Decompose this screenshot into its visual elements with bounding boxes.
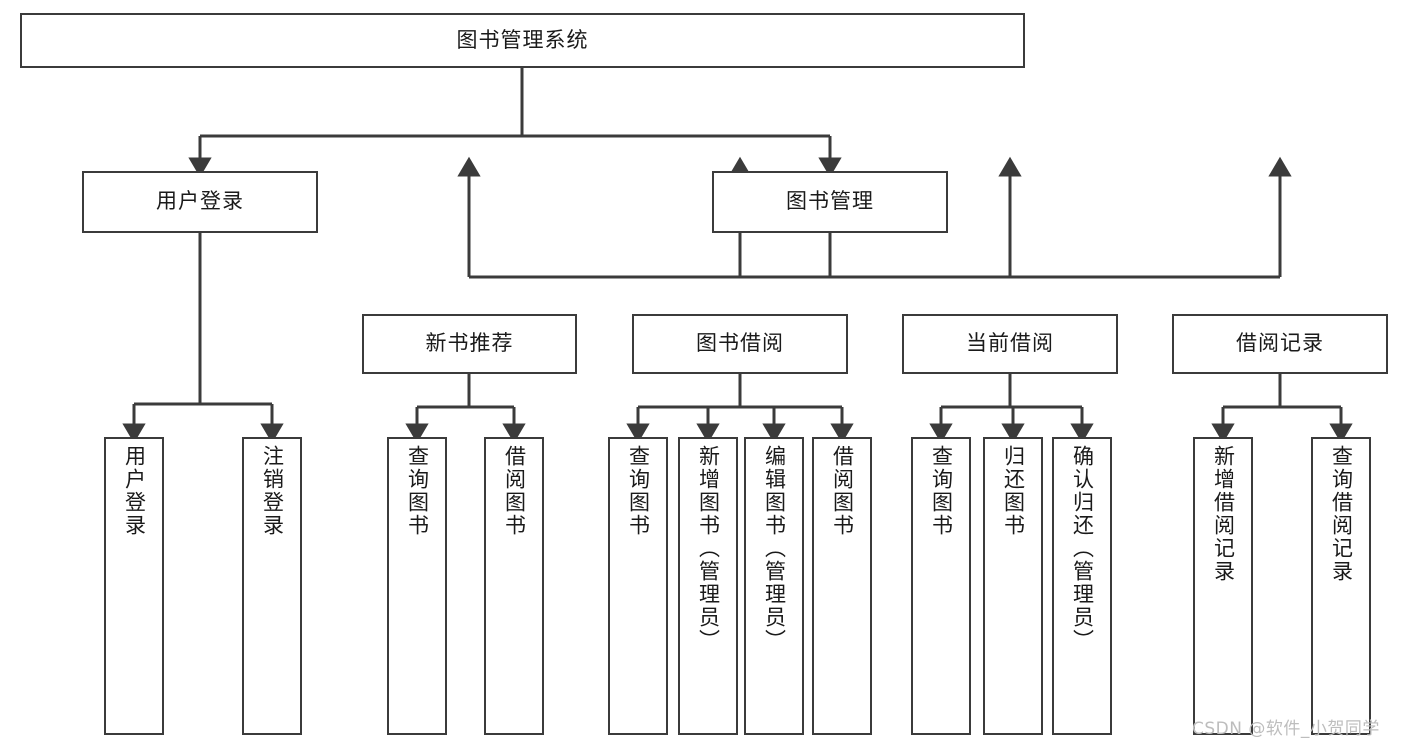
node-label-leaf-add-borrow-record: 新增借阅记录 (1211, 445, 1236, 583)
node-label-user-login: 用户登录 (156, 189, 244, 214)
node-current-borrow[interactable]: 当前借阅 (902, 314, 1118, 374)
node-label-book-management: 图书管理 (786, 189, 874, 214)
node-leaf-borrow-book-1[interactable]: 借阅图书 (484, 437, 544, 735)
node-label-leaf-borrow-book-2: 借阅图书 (830, 445, 855, 537)
node-label-book-borrow: 图书借阅 (696, 331, 784, 356)
node-root[interactable]: 图书管理系统 (20, 13, 1025, 68)
node-leaf-add-borrow-record[interactable]: 新增借阅记录 (1193, 437, 1253, 735)
node-leaf-query-borrow-record[interactable]: 查询借阅记录 (1311, 437, 1371, 735)
node-book-borrow[interactable]: 图书借阅 (632, 314, 848, 374)
node-label-leaf-return-book: 归还图书 (1001, 445, 1026, 537)
node-label-leaf-query-book-2: 查询图书 (626, 445, 651, 537)
node-label-leaf-edit-book: 编辑图书（管理员） (762, 445, 787, 652)
node-label-leaf-user-login: 用户登录 (122, 445, 147, 537)
node-label-leaf-confirm-return: 确认归还（管理员） (1070, 445, 1095, 652)
node-label-borrow-record: 借阅记录 (1236, 331, 1324, 356)
node-label-current-borrow: 当前借阅 (966, 331, 1054, 356)
node-label-leaf-query-book-1: 查询图书 (405, 445, 430, 537)
node-label-new-book-recommend: 新书推荐 (425, 331, 514, 356)
node-leaf-edit-book[interactable]: 编辑图书（管理员） (744, 437, 804, 735)
node-leaf-user-login[interactable]: 用户登录 (104, 437, 164, 735)
node-leaf-borrow-book-2[interactable]: 借阅图书 (812, 437, 872, 735)
node-user-login[interactable]: 用户登录 (82, 171, 318, 233)
node-leaf-add-book[interactable]: 新增图书（管理员） (678, 437, 738, 735)
node-leaf-confirm-return[interactable]: 确认归还（管理员） (1052, 437, 1112, 735)
node-new-book-recommend[interactable]: 新书推荐 (362, 314, 577, 374)
node-leaf-return-book[interactable]: 归还图书 (983, 437, 1043, 735)
node-leaf-query-book-1[interactable]: 查询图书 (387, 437, 447, 735)
node-label-leaf-logout-login: 注销登录 (260, 445, 285, 537)
node-leaf-query-book-3[interactable]: 查询图书 (911, 437, 971, 735)
node-leaf-logout-login[interactable]: 注销登录 (242, 437, 302, 735)
node-label-leaf-borrow-book-1: 借阅图书 (502, 445, 527, 537)
node-label-root: 图书管理系统 (456, 27, 589, 52)
node-label-leaf-add-book: 新增图书（管理员） (696, 445, 721, 652)
node-label-leaf-query-book-3: 查询图书 (929, 445, 954, 537)
node-label-leaf-query-borrow-record: 查询借阅记录 (1329, 445, 1354, 583)
node-leaf-query-book-2[interactable]: 查询图书 (608, 437, 668, 735)
connector-paths (122, 68, 1353, 444)
node-borrow-record[interactable]: 借阅记录 (1172, 314, 1388, 374)
node-book-management[interactable]: 图书管理 (712, 171, 948, 233)
watermark-text: CSDN @软件_小贺同学 (1192, 719, 1380, 739)
